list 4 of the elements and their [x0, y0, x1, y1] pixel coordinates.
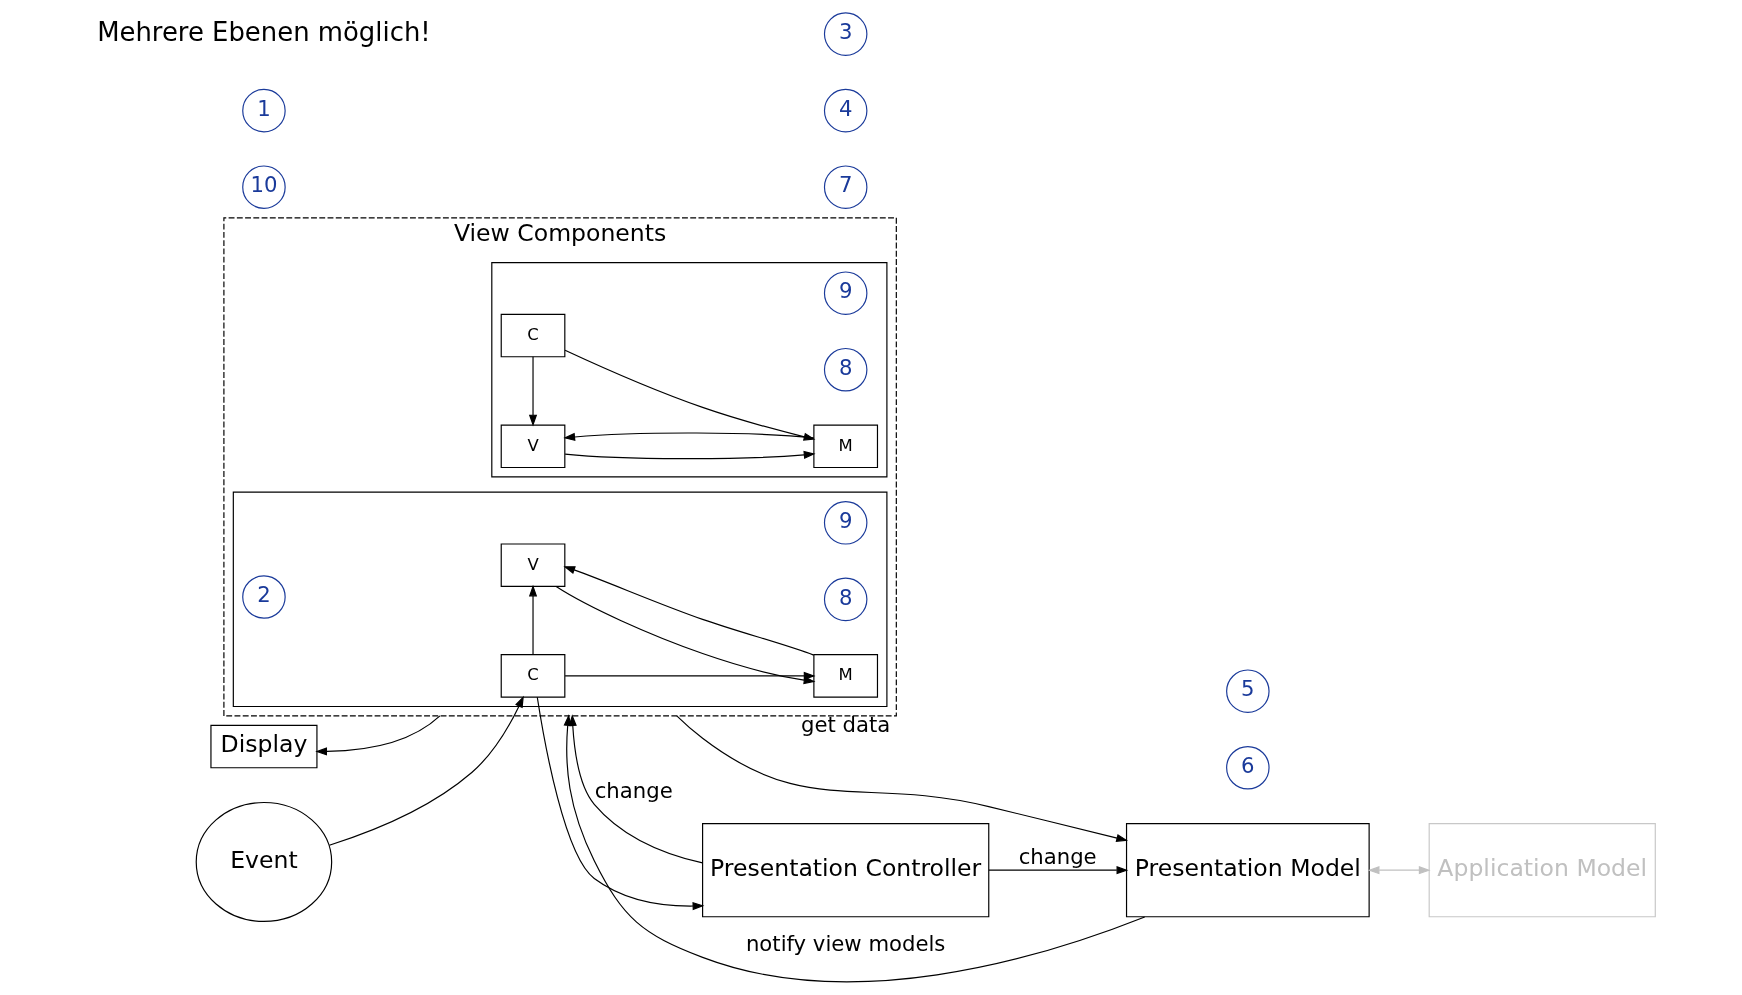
edge-label: change — [1018, 843, 1097, 869]
edge-label: change — [594, 777, 673, 803]
label: Mehrere Ebenen möglich! — [97, 16, 431, 47]
edge-label: notify view models — [745, 930, 946, 956]
